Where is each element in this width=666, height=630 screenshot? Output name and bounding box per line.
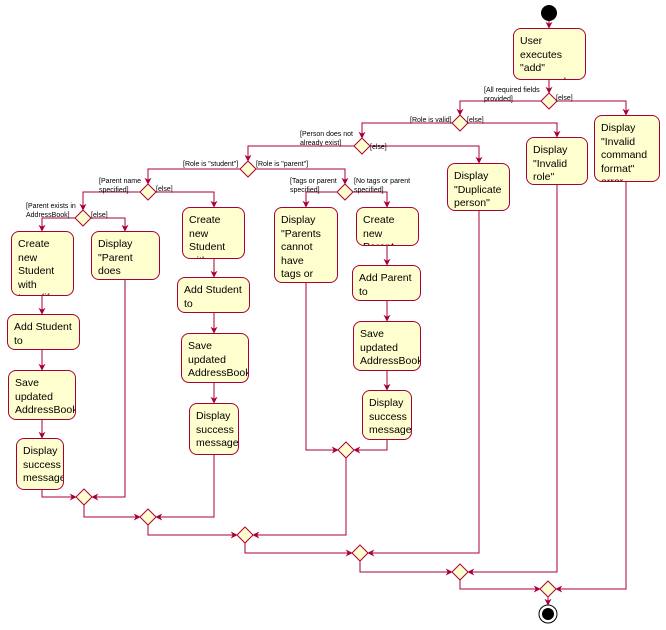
guard-no-tags-or-parent: [No tags or parent specified] bbox=[354, 178, 411, 194]
activity-create-student-with-parent: Create new Student with tags (if any) an… bbox=[11, 231, 74, 296]
activity-create-student-no-parent: Create new Student with tags (if any) bbox=[182, 207, 245, 259]
flow-tags-yes bbox=[302, 191, 337, 208]
flow-p-4 bbox=[353, 440, 388, 454]
activity-add-student-2: Add Student to AddressBook bbox=[177, 277, 250, 313]
end-node-ring bbox=[538, 604, 558, 624]
flow-parents-cannot bbox=[305, 283, 339, 454]
merge-parent-exists bbox=[75, 488, 93, 506]
flow-snp-4 bbox=[155, 455, 215, 521]
flow-merge-pn-to-rt bbox=[147, 525, 238, 539]
flow-merge-pe-to-rv bbox=[359, 561, 453, 576]
activity-create-parent: Create new Parent bbox=[356, 207, 419, 246]
guard-else-parent-exists: [else] bbox=[91, 212, 108, 219]
decision-tags-parent bbox=[336, 183, 354, 201]
guard-else-fields: [else] bbox=[556, 95, 573, 102]
decision-fields bbox=[540, 92, 558, 110]
guard-else-role: [else] bbox=[467, 117, 484, 124]
guard-role-valid: [Role is valid] bbox=[410, 117, 452, 124]
flow-fields-yes bbox=[456, 100, 541, 116]
flow-role-yes bbox=[358, 122, 452, 139]
flow-invalid-format bbox=[555, 182, 627, 593]
merge-role-valid bbox=[451, 563, 469, 581]
flow-person-yes bbox=[244, 145, 354, 162]
flow-merge-tp-to-rt bbox=[252, 458, 347, 539]
guard-parent-name-specified: [Parent name specified] bbox=[99, 178, 142, 194]
flow-merge-rt-to-pe bbox=[244, 543, 353, 557]
activity-add-student-1: Add Student to AddressBook bbox=[7, 314, 80, 350]
activity-display-duplicate-person: Display "Duplicate person" error bbox=[447, 163, 510, 211]
activity-display-parents-cannot-have-tags: Display "Parents cannot have tags or par… bbox=[274, 207, 338, 283]
activity-add-parent: Add Parent to AddressBook bbox=[352, 265, 421, 301]
guard-role-student: [Role is "student"] bbox=[183, 161, 239, 168]
flow-duplicate bbox=[367, 211, 480, 557]
end-node bbox=[542, 608, 554, 620]
activity-display-success-2: Display success message bbox=[189, 403, 239, 455]
guard-person-not-exist: [Person does not already exist] bbox=[300, 131, 353, 147]
flow-invalid-role bbox=[467, 185, 558, 576]
activity-save-updated-1: Save updated AddressBook to state list bbox=[8, 370, 76, 420]
activity-display-parent-not-exist: Display "Parent does not exist" error bbox=[91, 231, 160, 280]
flow-sp-4 bbox=[41, 490, 77, 501]
flow-fields-else bbox=[557, 100, 630, 116]
flow-tags-no bbox=[353, 191, 391, 208]
guard-tags-or-parent: [Tags or parent specified] bbox=[290, 178, 337, 194]
guard-all-required-fields: [All required fields provided] bbox=[484, 87, 540, 103]
start-node bbox=[541, 5, 557, 21]
flow-person-else bbox=[370, 145, 483, 164]
flow-parent-name-else bbox=[156, 191, 218, 208]
flow-parent-exists-yes bbox=[38, 217, 75, 232]
merge-person-exists bbox=[351, 544, 369, 562]
activity-save-updated-3: Save updated AddressBook to state list bbox=[353, 321, 421, 371]
flow-parent-exists-else bbox=[91, 217, 129, 232]
merge-tags-parent bbox=[337, 441, 355, 459]
activity-display-invalid-command-format: Display "Invalid command format" error bbox=[594, 115, 660, 182]
flow-role-else bbox=[468, 122, 561, 138]
flow-merge-rv-to-f bbox=[459, 580, 541, 593]
merge-parent-name bbox=[139, 508, 157, 526]
activity-user-executes-add: User executes "add" command bbox=[513, 28, 586, 80]
flow-role-parent bbox=[256, 168, 349, 185]
merge-role-type bbox=[236, 526, 254, 544]
decision-parent-name bbox=[139, 183, 157, 201]
activity-save-updated-2: Save updated AddressBook to state list bbox=[181, 333, 249, 383]
activity-display-success-1: Display success message bbox=[16, 438, 64, 490]
flow-merge-pe-to-pn bbox=[83, 505, 141, 521]
decision-role-valid bbox=[451, 114, 469, 132]
flow-role-student bbox=[144, 168, 240, 185]
guard-else-parent-name: [else] bbox=[156, 186, 173, 193]
guard-role-parent: [Role is "parent"] bbox=[256, 161, 309, 168]
flow-parent-not-exist bbox=[91, 280, 126, 501]
flow-parent-name-yes bbox=[79, 191, 140, 211]
activity-display-invalid-role: Display "Invalid role" error bbox=[526, 137, 588, 185]
decision-parent-exists bbox=[74, 209, 92, 227]
activity-display-success-3: Display success message bbox=[362, 390, 412, 440]
merge-fields bbox=[539, 580, 557, 598]
decision-person-exists bbox=[353, 137, 371, 155]
guard-parent-exists: [Parent exists in AddressBook] bbox=[26, 203, 76, 219]
guard-else-person: [else] bbox=[370, 144, 387, 151]
decision-role-type bbox=[239, 160, 257, 178]
